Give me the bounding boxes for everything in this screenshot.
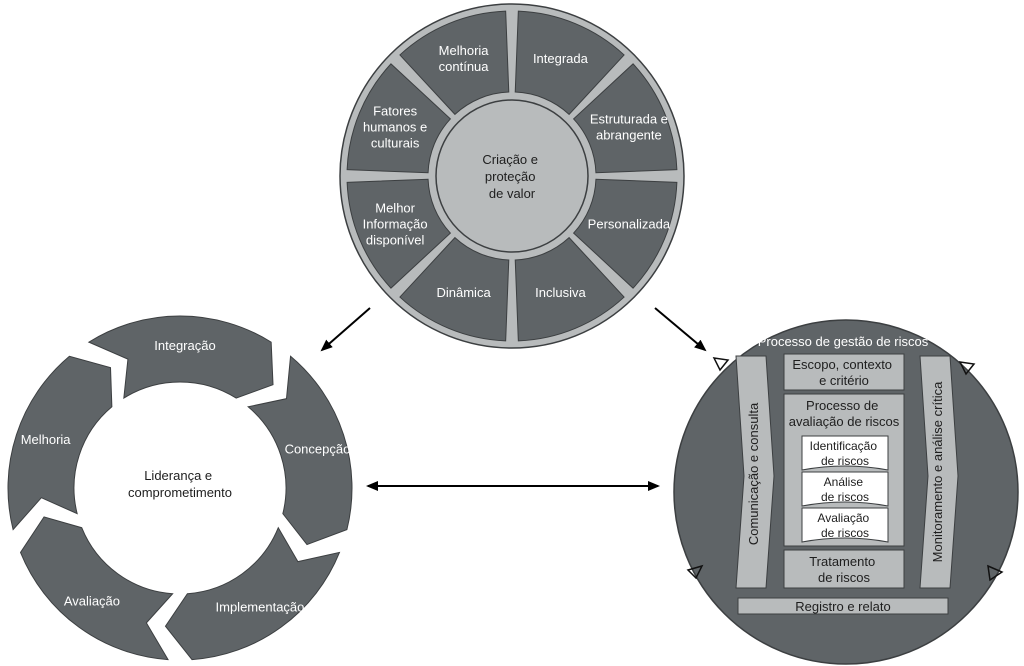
- evaluation-step: [801, 507, 889, 543]
- framework-segment: [87, 315, 274, 400]
- principle-label: Dinâmica: [436, 285, 491, 300]
- principle-label-line: Dinâmica: [436, 285, 491, 300]
- principle-segment: [346, 178, 452, 289]
- treatment-label: Tratamento de riscos: [809, 554, 879, 585]
- principle-segment: [572, 178, 678, 289]
- principle-segment: [514, 10, 625, 116]
- arrow-to-process: [654, 307, 707, 352]
- principle-label-line: Melhoria: [439, 43, 490, 58]
- monitoring-bar: [919, 355, 959, 589]
- communication-bar: [735, 355, 775, 589]
- framework-label: Melhoria: [21, 432, 72, 447]
- communication-bar-label: Comunicação e consulta: [746, 402, 761, 545]
- principle-label-line: Estruturada e: [590, 112, 668, 127]
- principle-segment: [399, 236, 510, 342]
- framework-label: Implementação: [216, 600, 305, 615]
- scope-label: Escopo, contexto e critério: [792, 357, 895, 388]
- treatment-box: [783, 549, 905, 589]
- framework-segment: [164, 526, 341, 661]
- principles-wheel: Criação e proteção de valor IntegradaEst…: [339, 3, 685, 349]
- principle-label-line: humanos e: [363, 120, 427, 135]
- principles-center-circle: [435, 99, 589, 253]
- identification-label: Identificação de riscos: [810, 439, 881, 468]
- cycle-triangle-icon: [686, 564, 704, 580]
- principle-label: Integrada: [533, 51, 589, 66]
- identification-step: [801, 435, 889, 471]
- principle-label-line: Informação: [363, 216, 428, 231]
- principle-segment: [346, 63, 452, 174]
- principle-segment: [572, 63, 678, 174]
- principle-segment: [514, 236, 625, 342]
- record-report-bar: [737, 597, 949, 615]
- arrow-to-framework: [320, 307, 371, 352]
- evaluation-label: Avaliação de riscos: [817, 511, 872, 540]
- principle-label-line: abrangente: [596, 128, 662, 143]
- monitoring-bar-label: Monitoramento e análise crítica: [930, 381, 945, 562]
- principle-label-line: Inclusiva: [535, 285, 586, 300]
- principle-label-line: disponível: [366, 232, 425, 247]
- framework-label: Concepção: [285, 442, 351, 457]
- principle-label: Inclusiva: [535, 285, 586, 300]
- framework-ring: Liderança e comprometimento IntegraçãoCo…: [7, 315, 353, 661]
- framework-label: Avaliação: [64, 594, 120, 609]
- principle-label-line: Fatores: [373, 104, 418, 119]
- cycle-triangle-icon: [987, 564, 1004, 582]
- framework-segment: [247, 355, 353, 546]
- principle-label-line: Melhor: [375, 200, 415, 215]
- framework-label: Integração: [154, 338, 215, 353]
- principle-label-line: Integrada: [533, 51, 589, 66]
- principles-center-label: Criação e proteção de valor: [482, 152, 541, 201]
- cycle-triangle-icon: [712, 357, 730, 372]
- principle-segment: [399, 10, 510, 116]
- principle-label: Personalizada: [588, 216, 671, 231]
- assessment-title: Processo de avaliação de riscos: [789, 398, 900, 429]
- framework-segment: [7, 355, 113, 531]
- analysis-step: [801, 471, 889, 507]
- record-report-label: Registro e relato: [795, 599, 890, 614]
- scope-box: [783, 353, 905, 391]
- principle-label-line: Personalizada: [588, 216, 671, 231]
- process-circle: Processo de gestão de riscos Comunicação…: [673, 319, 1019, 665]
- process-title: Processo de gestão de riscos: [758, 334, 929, 349]
- analysis-label: Análise de riscos: [821, 475, 869, 504]
- principle-label-line: contínua: [439, 59, 490, 74]
- framework-center-label: Liderança e comprometimento: [128, 468, 232, 500]
- framework-segment: [19, 516, 174, 661]
- cycle-triangle-icon: [958, 361, 976, 376]
- principle-label-line: culturais: [371, 136, 420, 151]
